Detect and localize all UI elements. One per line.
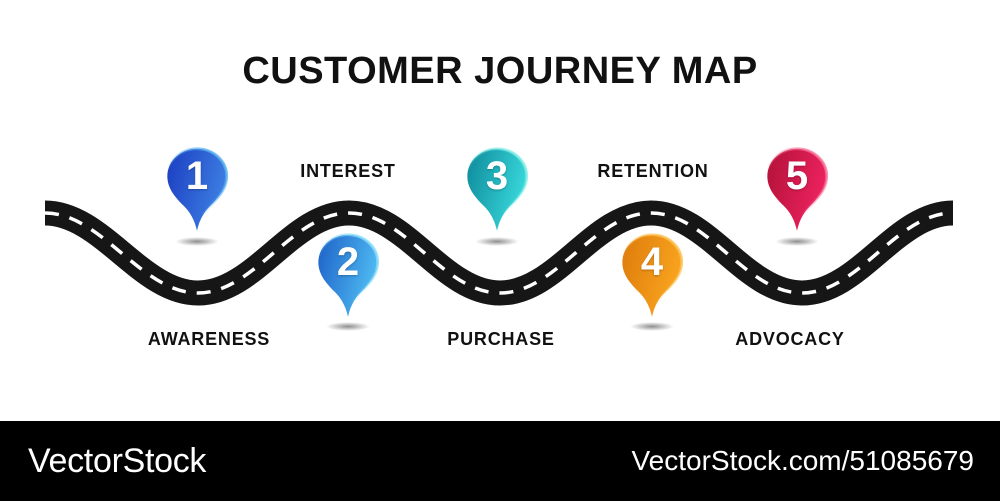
pin-shadow <box>175 237 219 246</box>
pin-shadow <box>326 322 370 331</box>
stage-label-advocacy: ADVOCACY <box>735 329 845 349</box>
stage-label-retention: RETENTION <box>597 161 709 181</box>
vectorstock-image-id: VectorStock.com/51085679 <box>631 445 974 476</box>
map-pin-icon: 5 <box>762 146 832 234</box>
pin-shadow <box>630 322 674 331</box>
pin-number: 4 <box>640 240 664 284</box>
map-pin-icon: 3 <box>462 146 532 234</box>
pin-number: 1 <box>185 154 209 198</box>
pin-5-shape <box>765 147 829 232</box>
pin-4-shape <box>620 233 684 318</box>
pin-shadow <box>775 237 819 246</box>
map-pin-icon: 1 <box>162 146 232 234</box>
vectorstock-logo: VectorStock <box>28 441 207 480</box>
map-pin-icon: 4 <box>617 232 687 320</box>
winding-road <box>44 200 954 306</box>
stage-label-purchase: PURCHASE <box>447 329 555 349</box>
pin-number: 2 <box>336 240 360 284</box>
road-center-dashes <box>44 211 954 295</box>
pin-3-shape <box>465 147 529 232</box>
watermark-bar: VectorStock VectorStock.com/51085679 <box>0 421 1000 501</box>
pin-shadow <box>475 237 519 246</box>
pin-number: 5 <box>785 154 809 198</box>
map-pin-icon: 2 <box>313 232 383 320</box>
pin-number: 3 <box>485 154 509 198</box>
stage-label-awareness: AWARENESS <box>147 329 271 349</box>
stage-label-interest: INTEREST <box>300 161 396 181</box>
pin-1-shape <box>165 147 229 232</box>
page-title: CUSTOMER JOURNEY MAP <box>242 50 758 92</box>
journey-map-stage: 1 2 <box>44 146 954 349</box>
pin-2-shape <box>316 233 380 318</box>
